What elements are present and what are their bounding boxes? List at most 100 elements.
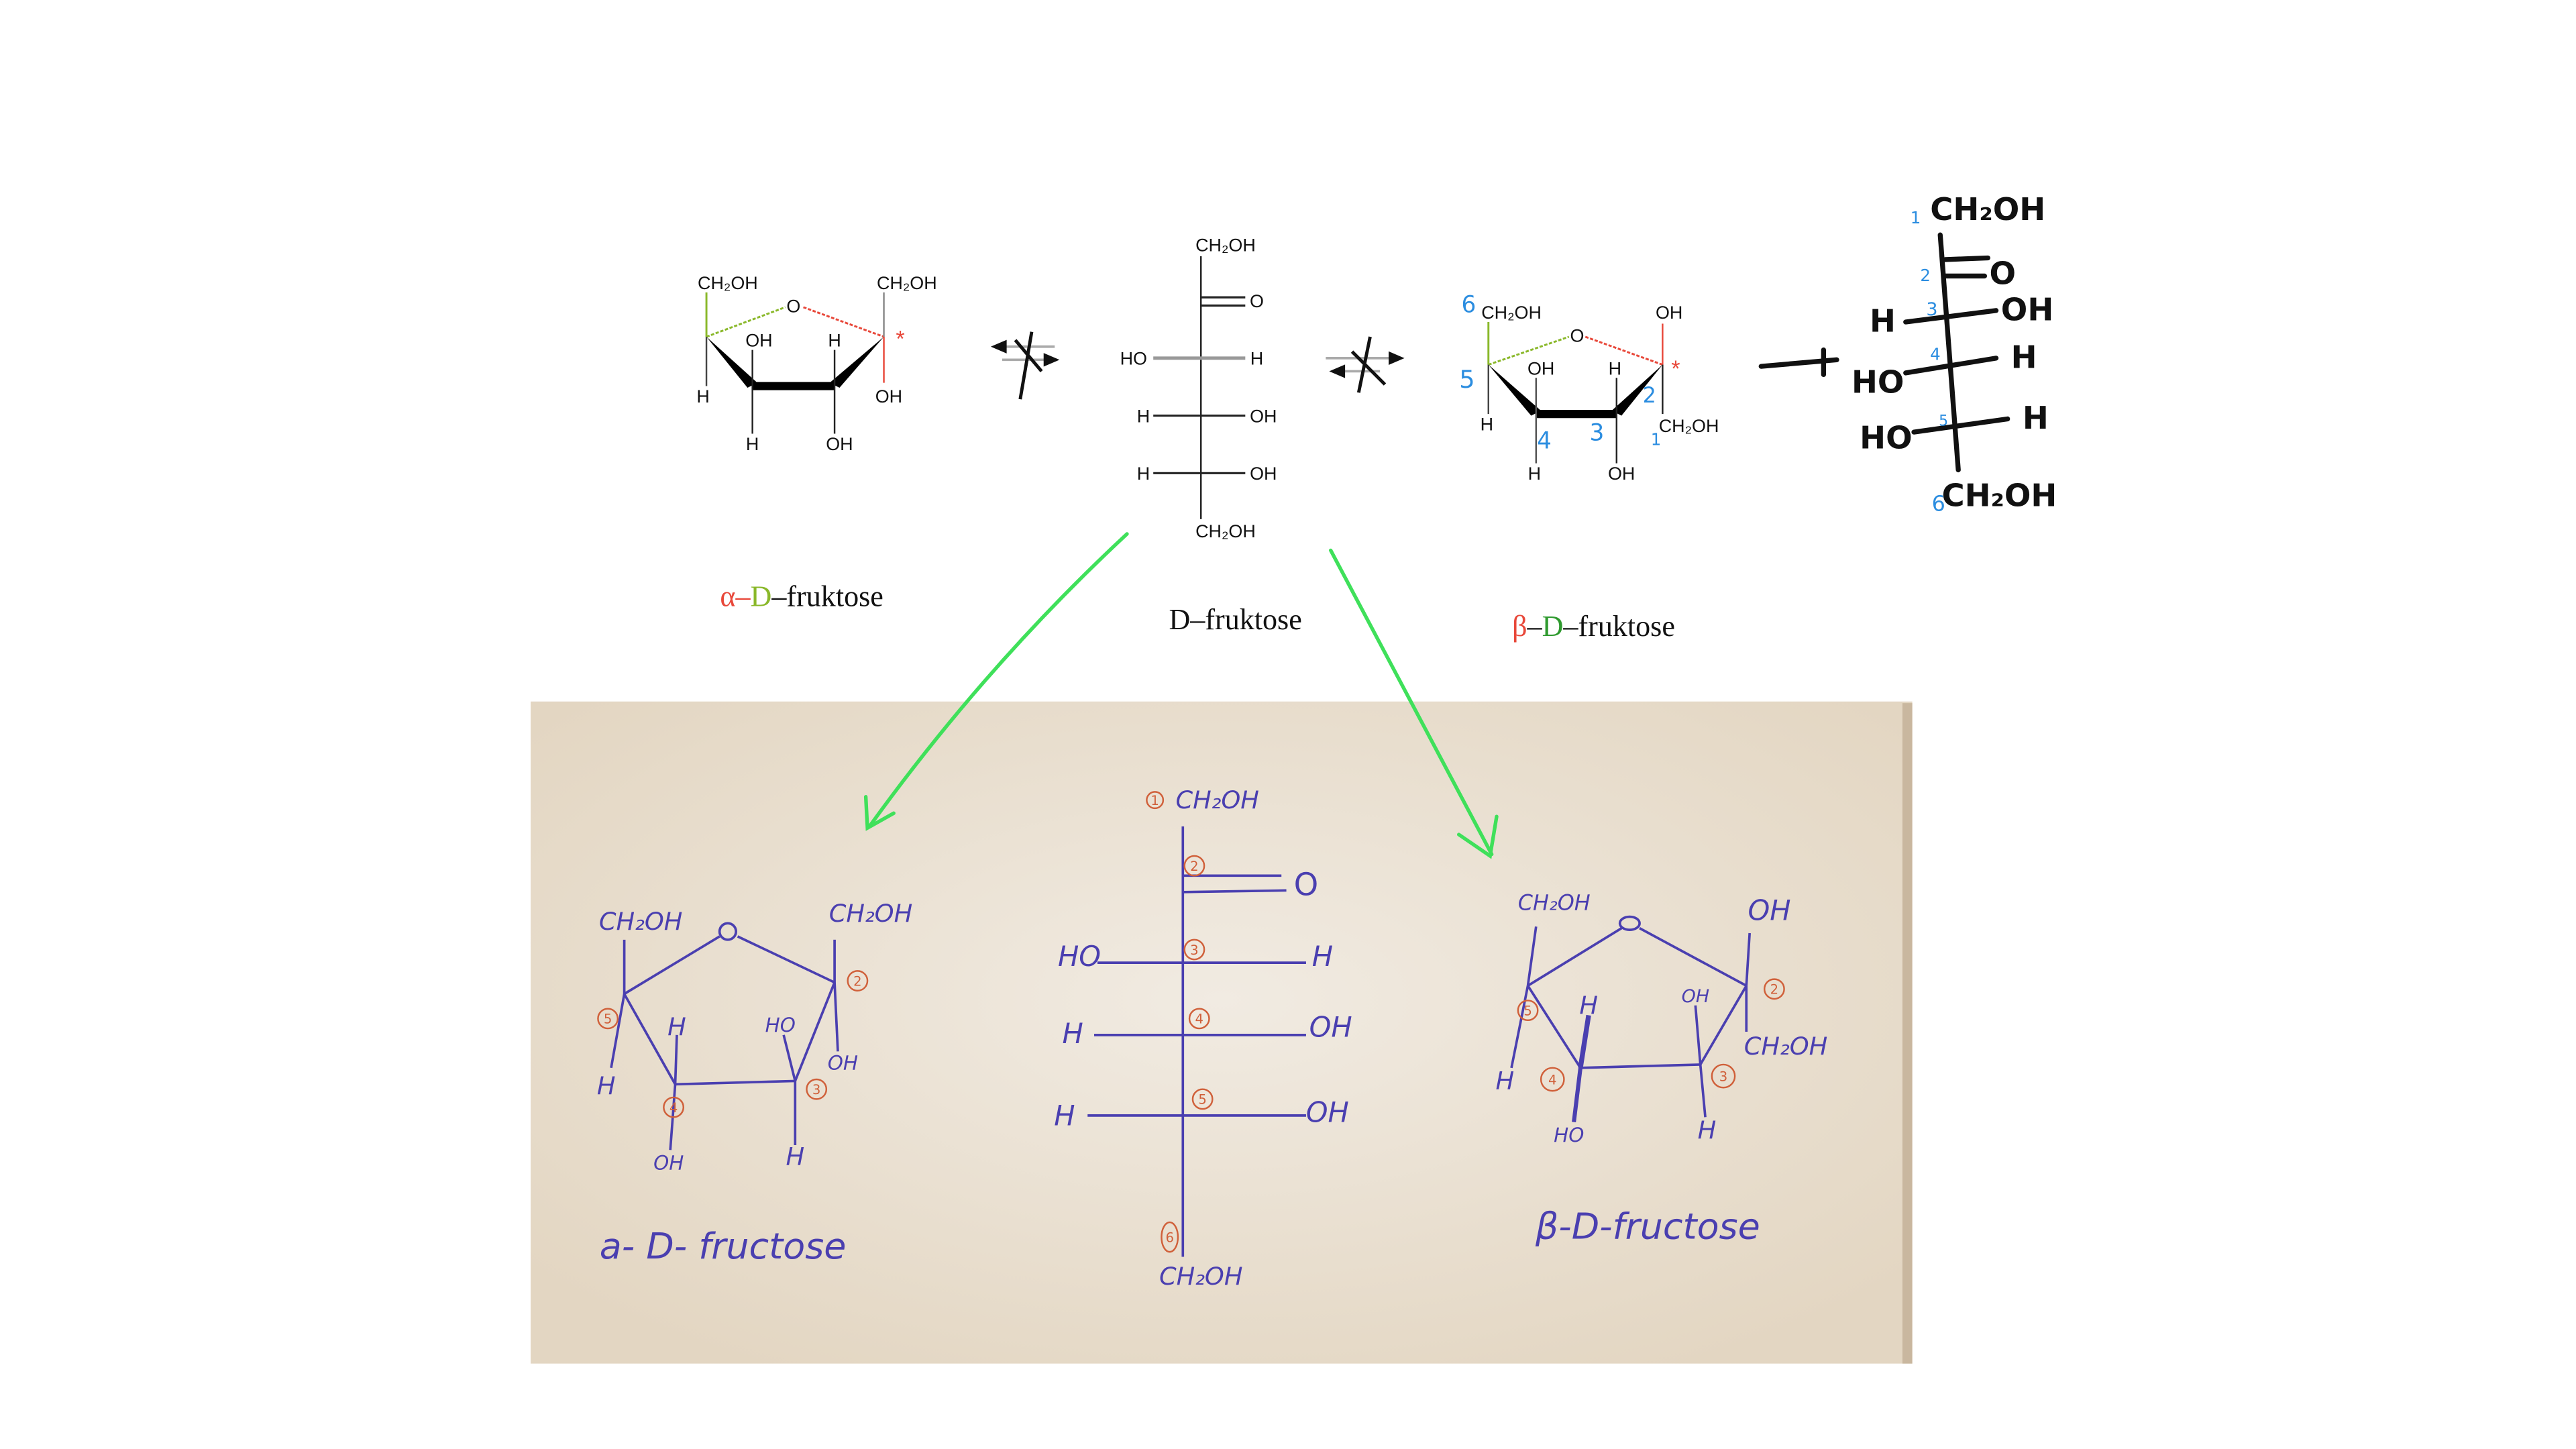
hw-r4-left: HO [1851,364,1904,400]
paper-fischer-labels: 1 CH₂OH 2 O 3 HO H 4 H OH 5 H OH 6 CH₂OH [1054,786,1352,1291]
paper-fischer-c3: 3 [1190,943,1198,958]
paper-beta-c2-num: 2 [1770,982,1778,998]
beta-num5: 5 [1459,365,1474,394]
paper-alpha-ho-c3: HO [765,1014,796,1036]
hw-num5: 5 [1939,413,1948,429]
crossed-equilibrium-arrow-left [990,331,1060,400]
d-fructose-name: D–fruktose [1169,603,1301,636]
hw-r5-right: H [2023,400,2049,436]
alpha-d-fructose-structure: CH₂OH CH₂OH O OH H * H OH H OH α–D–frukt… [696,273,936,613]
alpha-ch2oh-right: CH₂OH [877,273,937,293]
paper-photo: CH₂OH CH₂OH O H H HO OH OH H 5 2 4 3 a- … [531,701,1913,1364]
beta-num3: 3 [1590,419,1605,446]
beta-symbol: β [1512,610,1527,643]
hw-num3: 3 [1926,299,1937,320]
alpha-name: α–D–fruktose [720,580,883,613]
paper-alpha-h-c4: H [667,1012,686,1041]
paper-beta-ch2oh-top: CH₂OH [1518,890,1591,916]
paper-alpha-c5-num: 5 [604,1012,612,1027]
beta-num2: 2 [1643,382,1656,408]
paper-beta-structure [1510,915,1751,1123]
paper-alpha-h-c3: H [786,1142,804,1171]
paper-fischer-r4-left: H [1063,1017,1083,1050]
fischer-row4-right: OH [1250,406,1277,426]
paper-beta-h-c3: H [1698,1116,1717,1144]
paper-beta-c5-num: 5 [1523,1003,1532,1018]
paper-fischer-o: O [1294,867,1319,903]
beta-num6: 6 [1461,291,1476,318]
paper-fischer-r3-left: HO [1058,940,1101,973]
paper-alpha-label: a- D- fructose [600,1225,847,1267]
paper-alpha-ch2oh-left: CH₂OH [599,907,682,936]
beta-fruktose: –fruktose [1562,610,1674,643]
beta-num4: 4 [1537,428,1552,455]
hw-num4: 4 [1930,344,1941,364]
green-arrow-to-alpha [863,532,1129,831]
paper-fischer-r5-left: H [1054,1099,1075,1132]
hw-r3-right: OH [2001,292,2053,328]
hw-o: O [1990,256,2017,292]
paper-beta-label: β-D-fructose [1535,1205,1760,1248]
alpha-oh-c2: OH [875,386,902,407]
alpha-ring-oxygen: O [786,296,800,316]
hw-r5-left: HO [1860,420,1912,456]
paper-beta-h-c5: H [1495,1067,1514,1095]
beta-ring-oxygen: O [1570,325,1585,345]
paper-fischer-c4: 4 [1195,1012,1203,1027]
beta-dash: – [1527,610,1543,643]
paper-alpha-oh-c2: OH [828,1051,858,1074]
paper-fischer-r5-right: OH [1306,1096,1349,1129]
paper-beta-c3-num: 3 [1719,1069,1727,1084]
beta-oh-c3: OH [1608,464,1635,484]
green-arrow-to-beta [1328,548,1499,859]
paper-alpha-ch2oh-right: CH₂OH [829,899,912,928]
beta-oh-c4: OH [1527,358,1554,378]
alpha-h-c5: H [696,386,709,407]
fischer-row3-right: H [1250,349,1263,369]
paper-beta-labels: CH₂OH OH O H OH H CH₂OH HO H 5 2 4 3 β-D… [1495,890,1827,1248]
hw-num1: 1 [1911,208,1921,227]
paper-beta-c4-num: 4 [1548,1072,1556,1087]
alpha-anomeric-star: * [896,327,904,352]
paper-beta-h-c4-up: H [1579,991,1598,1020]
beta-anomeric-star: * [1671,356,1680,382]
alpha-d: D [751,580,772,613]
paper-alpha-c4-num: 4 [669,1100,678,1116]
fischer-top: CH₂OH [1195,235,1256,256]
paper-alpha-h-c5: H [597,1071,616,1100]
paper-beta-ch2oh-c2: CH₂OH [1744,1032,1827,1061]
hw-bottom: CH₂OH [1941,477,2057,513]
paper-alpha-oh-c4: OH [653,1152,684,1175]
paper-beta-oh-c3-up: OH [1682,986,1709,1007]
handwritten-fischer-projection [1903,232,2010,473]
alpha-oh-c3: OH [826,434,853,454]
paper-alpha-labels: CH₂OH CH₂OH O H H HO OH OH H 5 2 4 3 a- … [597,899,912,1267]
beta-ch2oh-top: CH₂OH [1481,303,1542,323]
beta-name: β–D–fruktose [1512,610,1675,643]
reaction-arrow [1758,347,1839,378]
fischer-row3-left: HO [1120,349,1147,369]
hw-r4-right: H [2011,339,2037,376]
fischer-carbonyl-o: O [1250,291,1264,311]
beta-oh-top: OH [1656,303,1682,323]
beta-num1: 1 [1651,430,1662,449]
paper-fischer-top: CH₂OH [1175,786,1258,814]
alpha-h-c4: H [746,434,759,454]
fischer-bottom: CH₂OH [1195,521,1256,541]
paper-fischer-c6: 6 [1165,1230,1173,1245]
fischer-row5-left: H [1137,464,1150,484]
paper-fischer-r3-right: H [1312,940,1333,973]
alpha-h-c3: H [828,331,841,351]
hw-top: CH₂OH [1930,191,2045,227]
hw-num6: 6 [1932,491,1945,517]
paper-fischer-c1: 1 [1150,793,1159,808]
paper-beta-ho-c4: HO [1554,1124,1584,1146]
paper-alpha-structure [610,922,839,1150]
paper-fischer-c2: 2 [1190,859,1198,874]
d-fructose-fischer-projection: CH₂OH O HO H H OH H OH CH₂OH D–fruktose [1120,235,1302,636]
handwritten-fischer-labels: 1 CH₂OH 2 O 3 H OH 4 HO H 5 HO H 6 CH₂OH [1851,191,2057,516]
beta-d: D [1542,610,1564,643]
alpha-symbol: α [720,580,735,613]
hw-num2: 2 [1920,266,1931,285]
